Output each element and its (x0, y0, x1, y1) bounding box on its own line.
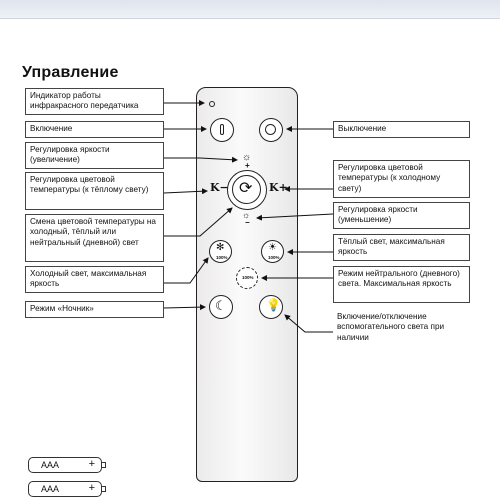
brightness-up-button[interactable]: ☼ + (240, 152, 256, 174)
bulb-icon: 💡 (266, 298, 281, 312)
battery-2-label: AAA (41, 484, 60, 494)
warm-sun-icon: ☀ (268, 242, 277, 253)
k-minus-button[interactable]: K− (210, 181, 229, 194)
warm-max-button[interactable]: ☀ 100% (261, 240, 284, 263)
label-neutral-max: Режим нейтрального (дневного) света. Мак… (333, 266, 470, 303)
snowflake-icon: ✻ (216, 242, 225, 253)
power-on-button[interactable] (210, 118, 234, 142)
label-brightness-up: Регулировка яркости (увеличение) (25, 142, 164, 169)
sun-small-icon: ☼ (242, 210, 251, 220)
label-night-mode: Режим «Ночник» (25, 301, 164, 318)
battery-2-terminal (102, 486, 106, 492)
label-power-on: Включение (25, 121, 164, 138)
neutral-max-percent: 100% (242, 275, 254, 280)
power-on-icon (220, 124, 224, 135)
label-cold-max: Холодный свет, максимальная яркость (25, 266, 164, 293)
cold-max-percent: 100% (216, 255, 228, 260)
battery-2: AAA + (28, 481, 106, 497)
label-aux-light: Включение/отключение вспомогательного св… (333, 310, 470, 350)
top-banner (0, 0, 500, 19)
neutral-max-button[interactable]: 100% (236, 267, 258, 289)
label-brightness-down: Регулировка яркости (уменьшение) (333, 202, 470, 229)
label-ir-indicator: Индикатор работы инфракрасного передатчи… (25, 88, 164, 115)
power-off-icon (265, 124, 276, 135)
refresh-icon: ⟳ (239, 180, 253, 197)
battery-1-plus: + (88, 458, 95, 470)
warm-max-percent: 100% (268, 255, 280, 260)
night-mode-button[interactable]: ☾ (209, 295, 233, 319)
color-cycle-button[interactable]: ⟳ (227, 170, 267, 210)
battery-1: AAA + (28, 457, 106, 473)
label-power-off: Выключение (333, 121, 470, 138)
page-title: Управление (22, 64, 119, 81)
plus-sign: + (245, 161, 250, 170)
brightness-down-button[interactable]: ☼ − (240, 210, 256, 232)
label-warm-max: Тёплый свет, максимальная яркость (333, 234, 470, 261)
sun-icon: ☼ (242, 152, 252, 163)
ir-indicator-dot (209, 101, 215, 107)
power-off-button[interactable] (259, 118, 283, 142)
moon-icon: ☾ (215, 298, 227, 313)
minus-sign: − (245, 218, 250, 227)
label-color-cycle: Смена цветовой температуры на холодный, … (25, 214, 164, 262)
battery-1-terminal (102, 462, 106, 468)
label-color-temp-cold: Регулировка цветовой температуры (к холо… (333, 160, 470, 198)
label-color-temp-warm: Регулировка цветовой температуры (к тёпл… (25, 172, 164, 210)
cold-max-button[interactable]: ✻ 100% (209, 240, 232, 263)
battery-2-plus: + (88, 482, 95, 494)
dial-inner-ring (232, 175, 261, 204)
battery-1-label: AAA (41, 460, 60, 470)
k-plus-button[interactable]: K+ (269, 181, 288, 194)
aux-light-button[interactable]: 💡 (259, 295, 283, 319)
